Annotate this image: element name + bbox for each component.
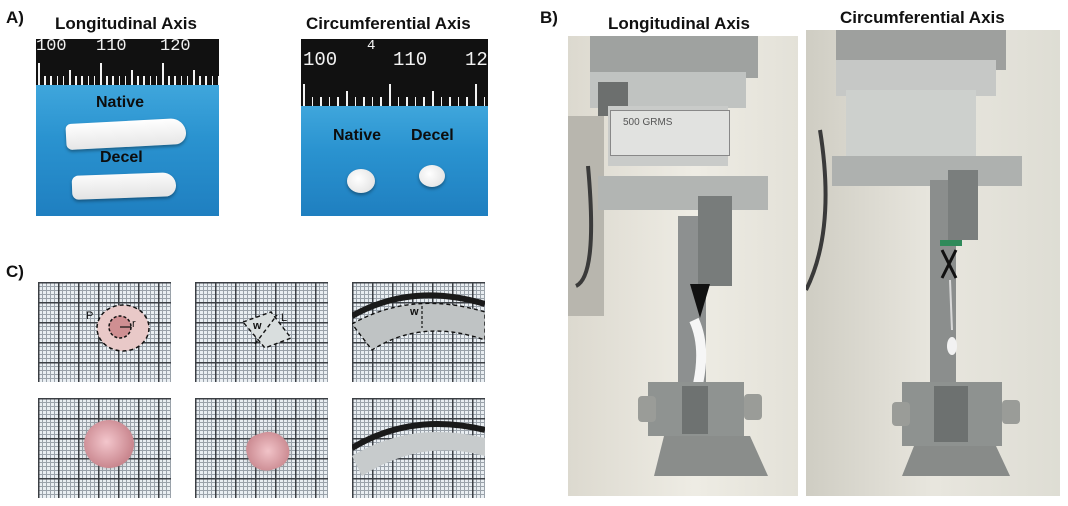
ruler-tick — [406, 97, 408, 106]
panel-b-longitudinal-title: Longitudinal Axis — [608, 14, 750, 33]
ruler-tick — [337, 97, 339, 106]
ruler-tick — [346, 91, 348, 106]
ruler-top-digit: 4 — [367, 39, 376, 54]
ruler-tick — [44, 76, 46, 85]
native-label: Native — [96, 94, 145, 111]
ruler-tick — [38, 63, 40, 85]
ruler-number: 100 — [303, 49, 338, 71]
ruler-tick — [168, 76, 170, 85]
ruler-tick — [205, 76, 207, 85]
panel-a-circumferential-title: Circumferential Axis — [306, 14, 471, 33]
ruler-tick — [457, 97, 460, 106]
ruler-tick — [414, 97, 417, 106]
panel-b-letter: B) — [540, 8, 558, 27]
panel-b-circumferential-title: Circumferential Axis — [840, 8, 1005, 27]
ruler-tick — [423, 97, 425, 106]
tissue-sample — [84, 420, 134, 468]
ruler-tick — [87, 76, 90, 85]
ruler-tick — [56, 76, 59, 85]
tissue-sample — [242, 426, 294, 476]
ruler-tick — [303, 84, 305, 106]
ruler-tick — [118, 76, 121, 85]
ruler-tick — [62, 76, 65, 85]
ring-width-grid-photo: w — [352, 282, 485, 382]
ruler-tick — [112, 76, 114, 85]
ruler-tick — [81, 76, 83, 85]
ruler-tick — [320, 97, 322, 106]
perimeter-label: P — [86, 310, 94, 322]
ruler-tick — [449, 97, 451, 106]
longitudinal-sample-photo: 100 110 120 Native Decel — [36, 39, 219, 216]
ruler-tick — [149, 76, 152, 85]
radius-label: r — [132, 318, 136, 330]
ruler-number: 12 — [465, 49, 488, 71]
load-cell-label: 500 GRMS — [623, 117, 673, 128]
ruler-tick — [69, 70, 71, 85]
ruler-tick — [199, 76, 201, 85]
ruler-tick — [363, 97, 365, 106]
ruler-tick — [328, 97, 331, 106]
ruler-tick — [137, 76, 139, 85]
decel-label: Decel — [100, 149, 143, 166]
ruler-number: 100 — [36, 39, 67, 56]
ruler-tick — [75, 76, 77, 85]
native-cross-section-photo — [38, 398, 171, 498]
length-label: L — [281, 312, 288, 324]
ring-width-label: w — [410, 306, 419, 318]
ruler-tick — [440, 97, 443, 106]
native-strip-photo — [195, 398, 328, 498]
ruler-tick — [466, 97, 468, 106]
ruler-number: 110 — [393, 49, 428, 71]
width-label: w — [253, 320, 262, 332]
ruler-tick — [397, 97, 400, 106]
circumferential-tensile-tester-photo — [806, 30, 1060, 496]
ruler-tick — [106, 76, 108, 85]
ruler-tick — [50, 76, 52, 85]
ruler-tick — [180, 76, 183, 85]
ruler-tick — [211, 76, 214, 85]
decel-ring-sample — [419, 165, 445, 187]
ruler-tick — [483, 97, 486, 106]
ruler-tick — [354, 97, 357, 106]
native-ring-photo — [352, 398, 485, 498]
ruler-tick — [217, 76, 219, 85]
ruler-tick — [162, 63, 164, 85]
panel-c-letter: C) — [6, 262, 24, 281]
circumferential-sample-photo: 4 100 110 12 Native Decel — [301, 39, 488, 216]
ruler-tick — [93, 76, 96, 85]
decel-tissue-strip — [71, 172, 177, 200]
ruler-tick — [155, 76, 158, 85]
strip-width-grid-photo: w L — [195, 282, 328, 382]
native-ring-sample — [347, 169, 375, 193]
cross-section-grid-photo: P r — [38, 282, 171, 382]
ruler-tick — [380, 97, 382, 106]
panel-a-longitudinal-title: Longitudinal Axis — [55, 14, 197, 33]
ruler-tick — [389, 84, 391, 106]
ruler-tick — [186, 76, 189, 85]
ruler-tick — [100, 63, 102, 85]
ruler-tick — [475, 84, 477, 106]
ruler-number: 120 — [160, 39, 191, 56]
panel-a-letter: A) — [6, 8, 24, 27]
decel-label: Decel — [411, 127, 454, 144]
ruler: 4 100 110 12 — [301, 39, 488, 106]
ruler-number: 110 — [96, 39, 127, 56]
ruler-tick — [131, 70, 133, 85]
longitudinal-tensile-tester-photo: 500 GRMS — [568, 36, 798, 496]
ruler-tick — [124, 76, 127, 85]
ruler-tick — [143, 76, 145, 85]
ruler-tick — [174, 76, 176, 85]
native-label: Native — [333, 127, 382, 144]
load-cell: 500 GRMS — [610, 110, 730, 156]
ruler-tick — [311, 97, 314, 106]
ruler-tick — [432, 91, 434, 106]
ruler-tick — [371, 97, 374, 106]
ruler-tick — [193, 70, 195, 85]
ruler: 100 110 120 — [36, 39, 219, 85]
